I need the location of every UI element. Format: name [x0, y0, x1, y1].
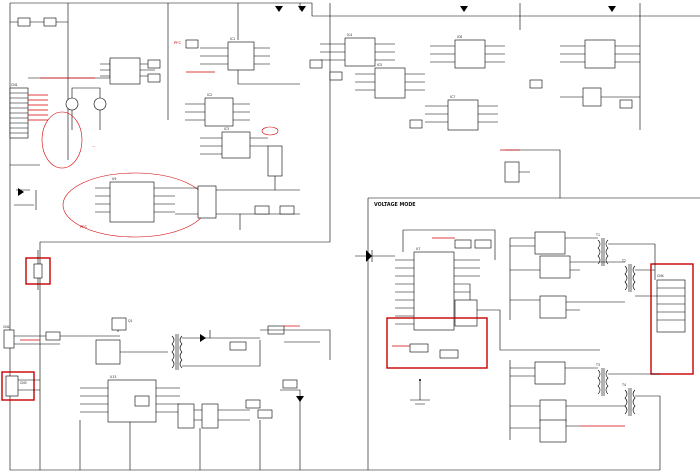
- pfc-side-ic: [197, 185, 217, 219]
- svg-text:IC1: IC1: [230, 37, 235, 41]
- cn1-pins: [10, 92, 28, 134]
- main-bus-wires: [9, 2, 700, 471]
- transformer-t3: T3: [595, 363, 609, 396]
- output-ic-1: [534, 231, 566, 255]
- ic-u2: [204, 97, 234, 127]
- transformer-main: [171, 334, 183, 370]
- output-ic-6: [539, 419, 567, 443]
- svg-text:Q1: Q1: [128, 319, 133, 323]
- annotation-ellipse-small: [261, 126, 279, 136]
- top-right-ics: IC4 IC5 IC6 IC7: [320, 3, 641, 198]
- svg-text:IC5: IC5: [377, 63, 382, 67]
- output-ic-3: [539, 295, 567, 319]
- resistor-highlighted: [33, 263, 43, 279]
- output-ic-5: [539, 399, 567, 423]
- svg-text:T3: T3: [595, 363, 600, 367]
- transformer-t4: T4: [621, 383, 636, 416]
- svg-text:T4: T4: [621, 383, 626, 387]
- svg-text:CN4: CN4: [657, 274, 664, 278]
- ic-u4: [344, 37, 376, 67]
- annotation-pfc-mid: PFC: [80, 224, 87, 229]
- ic-pfc-controller: [109, 181, 155, 223]
- svg-text:IC2: IC2: [207, 93, 212, 97]
- voltage-mode-title: VOLTAGE MODE: [374, 202, 416, 208]
- ic-u1: [227, 41, 255, 71]
- output-ic-4: [534, 361, 566, 385]
- top-center-ics: IC1 IC2 IC3 PFC: [174, 37, 300, 190]
- top-left-section: CN1 ~: [9, 57, 161, 210]
- svg-text:U7: U7: [416, 247, 420, 251]
- annotation-ellipse-left: [41, 111, 83, 169]
- transistor-q-right: [93, 97, 107, 111]
- misc-components: [10, 6, 633, 129]
- transformer-t1: T1: [595, 233, 609, 266]
- ic-small-vert: [267, 145, 283, 177]
- ic-u6: [454, 39, 486, 69]
- connector-cn2: [3, 329, 15, 349]
- svg-text:U13: U13: [110, 375, 116, 379]
- mosfet-q1: Q1: [111, 317, 133, 332]
- svg-text:T1: T1: [595, 233, 600, 237]
- svg-text:IC6: IC6: [457, 35, 462, 39]
- opto-ic: [201, 403, 219, 429]
- svg-text:IC7: IC7: [450, 95, 455, 99]
- voltage-mode-section: VOLTAGE MODE U7: [355, 202, 600, 405]
- bottom-left-power-stage: CN2 CN3 Q1 U13: [1, 250, 331, 470]
- connector-cn4: [656, 279, 686, 333]
- svg-text:CN2: CN2: [3, 325, 10, 329]
- ic-top-left: [109, 57, 141, 85]
- vm-small-ic: [454, 299, 478, 327]
- output-ic-2: [539, 255, 571, 279]
- right-output-section: T1 T2 CN4 T3 T4: [509, 231, 694, 470]
- svg-text:CN3: CN3: [20, 381, 27, 385]
- pfc-ellipse-region: U9 PFC: [62, 172, 300, 238]
- ic-u5: [374, 67, 406, 99]
- bridge-rectifier: [95, 339, 121, 365]
- annotation-pfc-top: PFC: [174, 40, 181, 45]
- optocoupler: [177, 403, 195, 429]
- svg-text:~: ~: [92, 144, 95, 149]
- connector-cn3: [5, 375, 19, 397]
- svg-text:IC4: IC4: [347, 33, 352, 37]
- cn1-label: CN1: [11, 83, 18, 87]
- highlight-box-left-connector: [1, 371, 35, 401]
- pfc-ic-label: U9: [112, 177, 116, 181]
- highlight-box-right-connector: [650, 263, 694, 375]
- ic-far-right: [584, 39, 616, 69]
- svg-text:T2: T2: [621, 259, 626, 263]
- svg-text:IC3: IC3: [224, 127, 229, 131]
- ic-voltage-mode: [413, 251, 455, 331]
- transistor-q-left: [65, 97, 79, 111]
- highlight-box-feedback: [386, 317, 488, 369]
- ic-u7: [447, 99, 479, 131]
- ic-u3: [221, 131, 251, 159]
- ic-small-right: [582, 87, 602, 107]
- transformer-t2: T2: [621, 259, 636, 292]
